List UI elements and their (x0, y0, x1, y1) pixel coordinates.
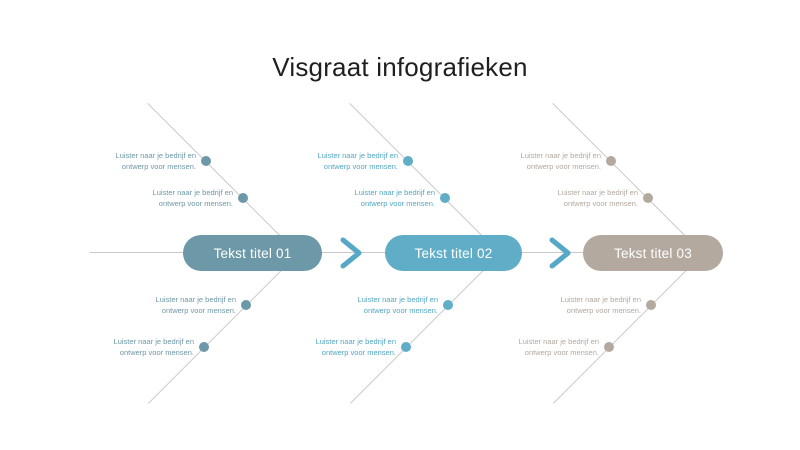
bone-label-line2: ontwerp voor mensen. (563, 199, 638, 208)
bone-label-line1: Luister naar je bedrijf en (152, 188, 233, 197)
bone-line-top (552, 103, 704, 255)
bone-line-bottom (553, 252, 705, 404)
bone-point-dot (440, 193, 450, 203)
bone-label-line2: ontwerp voor mensen. (119, 348, 194, 357)
bone-label-line2: ontwerp voor mensen. (321, 348, 396, 357)
bone-point-dot (401, 342, 411, 352)
bone-point-dot (443, 300, 453, 310)
bone-point-dot (238, 193, 248, 203)
bone-label-line2: ontwerp voor mensen. (566, 306, 641, 315)
bone-label: Luister naar je bedrijf en ontwerp voor … (103, 187, 233, 209)
bone-label: Luister naar je bedrijf en ontwerp voor … (106, 294, 236, 316)
bone-point-dot (646, 300, 656, 310)
bone-label: Luister naar je bedrijf en ontwerp voor … (66, 150, 196, 172)
bone-label-line1: Luister naar je bedrijf en (354, 188, 435, 197)
bone-label: Luister naar je bedrijf en ontwerp voor … (508, 187, 638, 209)
bone-line-top (349, 103, 501, 255)
bone-label-line2: ontwerp voor mensen. (161, 306, 236, 315)
bone-label-line1: Luister naar je bedrijf en (520, 151, 601, 160)
bone-label-line2: ontwerp voor mensen. (360, 199, 435, 208)
bone-label: Luister naar je bedrijf en ontwerp voor … (64, 336, 194, 358)
bone-label: Luister naar je bedrijf en ontwerp voor … (305, 187, 435, 209)
bone-label: Luister naar je bedrijf en ontwerp voor … (469, 336, 599, 358)
bone-label-line2: ontwerp voor mensen. (158, 199, 233, 208)
bone-label: Luister naar je bedrijf en ontwerp voor … (471, 150, 601, 172)
section-title-pill: Tekst titel 02 (385, 235, 522, 271)
bone-point-dot (606, 156, 616, 166)
bone-label-line2: ontwerp voor mensen. (121, 162, 196, 171)
bone-line-bottom (350, 252, 502, 404)
bone-label: Luister naar je bedrijf en ontwerp voor … (308, 294, 438, 316)
bone-point-dot (199, 342, 209, 352)
bone-label-line2: ontwerp voor mensen. (526, 162, 601, 171)
arrow-right-icon (547, 236, 573, 270)
bone-label-line1: Luister naar je bedrijf en (115, 151, 196, 160)
bone-label-line1: Luister naar je bedrijf en (317, 151, 398, 160)
bone-label-line1: Luister naar je bedrijf en (357, 295, 438, 304)
bone-point-dot (201, 156, 211, 166)
bone-point-dot (643, 193, 653, 203)
section-title-pill: Tekst titel 01 (183, 235, 322, 271)
bone-label-line1: Luister naar je bedrijf en (560, 295, 641, 304)
bone-line-bottom (148, 252, 300, 404)
bone-label-line2: ontwerp voor mensen. (524, 348, 599, 357)
bone-label-line1: Luister naar je bedrijf en (557, 188, 638, 197)
arrow-right-icon (338, 236, 364, 270)
bone-label-line1: Luister naar je bedrijf en (155, 295, 236, 304)
bone-label-line2: ontwerp voor mensen. (363, 306, 438, 315)
bone-label-line1: Luister naar je bedrijf en (315, 337, 396, 346)
bone-point-dot (604, 342, 614, 352)
fishbone-spine-line (90, 252, 722, 253)
bone-point-dot (241, 300, 251, 310)
section-title-pill: Tekst titel 03 (583, 235, 723, 271)
bone-label-line2: ontwerp voor mensen. (323, 162, 398, 171)
bone-label-line1: Luister naar je bedrijf en (518, 337, 599, 346)
bone-label: Luister naar je bedrijf en ontwerp voor … (266, 336, 396, 358)
page-title: Visgraat infografieken (272, 52, 528, 82)
bone-label: Luister naar je bedrijf en ontwerp voor … (268, 150, 398, 172)
bone-label-line1: Luister naar je bedrijf en (113, 337, 194, 346)
bone-label: Luister naar je bedrijf en ontwerp voor … (511, 294, 641, 316)
bone-point-dot (403, 156, 413, 166)
bone-line-top (147, 103, 299, 255)
